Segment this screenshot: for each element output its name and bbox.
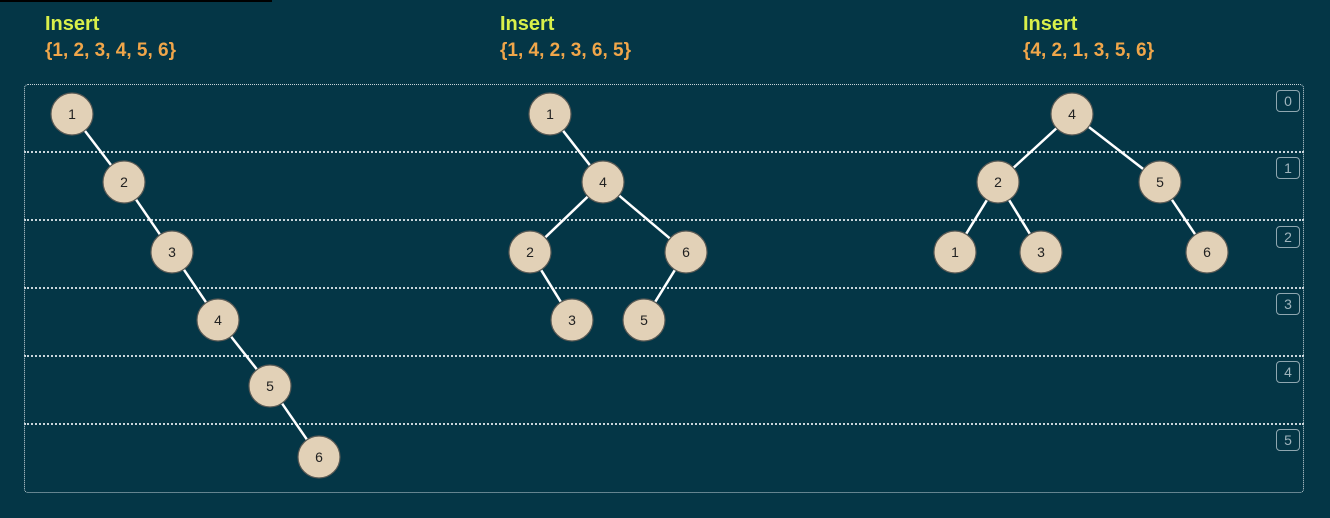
level-divider	[24, 355, 1304, 357]
level-label-5: 5	[1276, 429, 1300, 451]
insert-sequence: {1, 4, 2, 3, 6, 5}	[500, 40, 631, 61]
tree-edge	[652, 266, 678, 306]
node-circle	[1050, 92, 1094, 136]
node-label: 4	[1068, 106, 1076, 122]
tree-node: 1	[50, 92, 94, 136]
node-label: 3	[568, 312, 576, 328]
node-circle	[933, 230, 977, 274]
tree-node: 5	[622, 298, 666, 342]
insert-sequence: {4, 2, 1, 3, 5, 6}	[1023, 40, 1154, 61]
tree-title: Insert	[1023, 13, 1078, 35]
tree-edge	[81, 127, 115, 169]
node-circle	[664, 230, 708, 274]
tree-title: Insert	[500, 13, 555, 35]
node-label: 2	[120, 174, 128, 190]
node-circle	[622, 298, 666, 342]
tree-node: 2	[508, 230, 552, 274]
node-label: 6	[1203, 244, 1211, 260]
level-label-0: 0	[1276, 90, 1300, 112]
node-circle	[528, 92, 572, 136]
node-circle	[976, 160, 1020, 204]
node-circle	[508, 230, 552, 274]
tree-edge	[279, 400, 310, 443]
node-label: 5	[640, 312, 648, 328]
node-label: 4	[214, 312, 222, 328]
node-label: 3	[1037, 244, 1045, 260]
tree-node: 2	[102, 160, 146, 204]
node-label: 5	[1156, 174, 1164, 190]
tree-edge	[133, 196, 163, 238]
level-label-3: 3	[1276, 293, 1300, 315]
tree-node: 6	[1185, 230, 1229, 274]
node-label: 2	[994, 174, 1002, 190]
tree-node: 5	[248, 364, 292, 408]
tree-edge	[228, 333, 260, 373]
node-circle	[50, 92, 94, 136]
tree-heading-1: Insert {1, 2, 3, 4, 5, 6}	[45, 12, 176, 63]
node-circle	[1138, 160, 1182, 204]
tree-node: 3	[1019, 230, 1063, 274]
insert-sequence: {1, 2, 3, 4, 5, 6}	[45, 40, 176, 61]
tree-node: 3	[150, 230, 194, 274]
level-label-4: 4	[1276, 361, 1300, 383]
tree-edge	[1168, 196, 1199, 238]
tree-node: 4	[581, 160, 625, 204]
node-label: 6	[682, 244, 690, 260]
tree-edge	[963, 196, 990, 238]
node-circle	[297, 435, 341, 479]
node-label: 3	[168, 244, 176, 260]
tree-edge	[1085, 124, 1147, 172]
level-label-1: 1	[1276, 157, 1300, 179]
tree-edge	[1010, 125, 1060, 171]
tree-edge	[181, 266, 209, 306]
node-label: 4	[599, 174, 607, 190]
node-label: 6	[315, 449, 323, 465]
tree-node: 6	[664, 230, 708, 274]
top-edge-line	[0, 0, 272, 2]
tree-heading-2: Insert {1, 4, 2, 3, 6, 5}	[500, 12, 631, 63]
node-label: 2	[526, 244, 534, 260]
tree-node: 3	[550, 298, 594, 342]
tree-node: 4	[196, 298, 240, 342]
level-divider	[24, 151, 1304, 153]
level-divider	[24, 423, 1304, 425]
tree-edge	[615, 192, 674, 242]
tree-heading-3: Insert {4, 2, 1, 3, 5, 6}	[1023, 12, 1154, 63]
node-circle	[1185, 230, 1229, 274]
node-label: 5	[266, 378, 274, 394]
node-label: 1	[951, 244, 959, 260]
tree-title: Insert	[45, 13, 100, 35]
tree-edge	[1006, 196, 1033, 238]
level-label-2: 2	[1276, 226, 1300, 248]
tree-node: 1	[528, 92, 572, 136]
node-label: 1	[546, 106, 554, 122]
tree-node: 1	[933, 230, 977, 274]
node-circle	[196, 298, 240, 342]
node-circle	[248, 364, 292, 408]
node-circle	[102, 160, 146, 204]
node-label: 1	[68, 106, 76, 122]
tree-edge	[560, 127, 593, 169]
node-circle	[150, 230, 194, 274]
tree-edge	[538, 266, 564, 306]
tree-edge	[542, 193, 591, 241]
tree-node: 6	[297, 435, 341, 479]
node-circle	[550, 298, 594, 342]
node-circle	[581, 160, 625, 204]
level-divider	[24, 219, 1304, 221]
node-circle	[1019, 230, 1063, 274]
tree-node: 2	[976, 160, 1020, 204]
tree-node: 5	[1138, 160, 1182, 204]
tree-node: 4	[1050, 92, 1094, 136]
